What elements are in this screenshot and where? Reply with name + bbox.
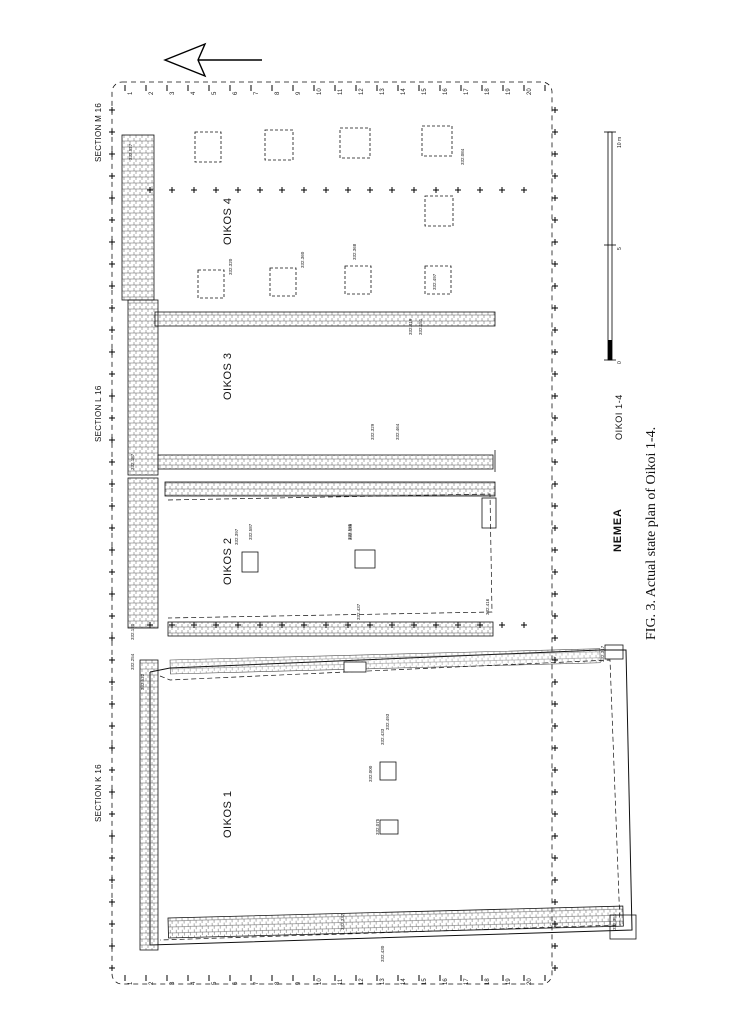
grid-number-top: 6 [233, 91, 239, 95]
site-title: NEMEA [612, 508, 624, 552]
grid-number-bottom: 17 [464, 978, 470, 985]
section-l16-label: SECTION L 16 [94, 385, 103, 442]
oikos-4-label: OIKOS 4 [222, 197, 234, 245]
grid-number-bottom: 9 [296, 981, 302, 985]
oikos-2-walls [127, 477, 497, 637]
grid-number-top: 4 [191, 91, 197, 95]
grid-number-bottom: 15 [422, 978, 428, 985]
oikos-2-label: OIKOS 2 [222, 537, 234, 585]
grid-frame [111, 81, 553, 985]
site-subtitle: OIKOI 1-4 [614, 394, 624, 440]
grid-number-top: 20 [527, 88, 533, 95]
grid-number-bottom: 8 [275, 981, 281, 985]
grid-number-top: 5 [212, 91, 218, 95]
find-number-label: 332.254 [130, 653, 135, 670]
grid-number-bottom: 19 [506, 978, 512, 985]
grid-number-top: 18 [485, 88, 491, 95]
grid-number-bottom: 20 [527, 978, 533, 985]
find-number-label: 332.084 [460, 148, 465, 165]
grid-number-bottom: 16 [443, 978, 449, 985]
scale-bar [604, 131, 616, 361]
grid-number-top: 12 [359, 88, 365, 95]
grid-number-bottom: 1 [128, 981, 134, 985]
grid-number-bottom: 11 [338, 978, 344, 985]
find-number-label: 332.317 [600, 645, 605, 662]
find-number-label: 332.433 [380, 728, 385, 745]
grid-number-bottom: 7 [254, 981, 260, 985]
find-number-label: 332.527 [128, 143, 133, 160]
scale-end-label: 10 m [617, 136, 623, 148]
section-k16-label: SECTION K 16 [94, 764, 103, 822]
grid-number-bottom: 12 [359, 978, 365, 985]
grid-number-top: 13 [380, 88, 386, 95]
find-number-label: 332.397 [234, 528, 239, 545]
grid-number-top: 7 [254, 91, 260, 95]
grid-number-top: 15 [422, 88, 428, 95]
find-blocks [241, 549, 399, 835]
oikos-4-walls [121, 125, 454, 301]
find-number-label: 332.464 [395, 423, 400, 440]
grid-number-top: 16 [443, 88, 449, 95]
grid-number-top: 14 [401, 88, 407, 95]
find-number-label: 332.151 [418, 318, 423, 335]
grid-number-bottom: 6 [233, 981, 239, 985]
grid-number-bottom: 5 [212, 981, 218, 985]
grid-number-top: 3 [170, 91, 176, 95]
find-number-label: 332.587 [248, 523, 253, 540]
grid-number-top: 19 [506, 88, 512, 95]
find-number-label: 332.187 [130, 453, 135, 470]
grid-number-bottom: 14 [401, 978, 407, 985]
find-number-label: 332.419 [408, 318, 413, 335]
find-number-label: 332.497 [432, 273, 437, 290]
find-number-label: 332.595 [347, 523, 352, 540]
scale-start-label: 0 [617, 361, 623, 364]
find-number-label: 332.351 [612, 913, 617, 930]
grid-number-top: 1 [128, 91, 134, 95]
grid-number-top: 11 [338, 88, 344, 95]
oikos-3-walls [127, 299, 496, 476]
grid-number-bottom: 3 [170, 981, 176, 985]
grid-number-bottom: 18 [485, 978, 491, 985]
oikos-1-walls [139, 644, 637, 951]
find-number-label: 332.430 [380, 945, 385, 962]
scale-mid-label: 5 [617, 247, 623, 250]
grid-number-top: 2 [149, 91, 155, 95]
find-number-label: 332.493 [385, 713, 390, 730]
grid-number-bottom: 4 [191, 981, 197, 985]
find-number-label: 332.000 [368, 765, 373, 782]
find-number-label: 332.437 [356, 603, 361, 620]
north-arrow-icon [163, 42, 262, 78]
grid-number-bottom: 2 [149, 981, 155, 985]
grid-number-top: 8 [275, 91, 281, 95]
find-number-label: 332.368 [352, 243, 357, 260]
oikos-3-label: OIKOS 3 [222, 352, 234, 400]
find-number-label: 332.320 [228, 258, 233, 275]
grid-number-top: 10 [317, 88, 323, 95]
find-number-label: 332.075 [375, 818, 380, 835]
find-number-label: 332.329 [370, 423, 375, 440]
find-number-label: 332.120 [130, 623, 135, 640]
find-number-label: 332.416 [485, 598, 490, 615]
grid-number-bottom: 10 [317, 978, 323, 985]
figure-caption: FIG. 3. Actual state plan of Oikoi 1-4. [644, 426, 659, 640]
oikos-1-label: OIKOS 1 [222, 790, 234, 838]
grid-number-top: 9 [296, 91, 302, 95]
grid-number-bottom: 13 [380, 978, 386, 985]
find-number-label: 332.360 [300, 251, 305, 268]
find-number-label: 332.522 [140, 673, 145, 690]
grid-crosses [109, 107, 558, 971]
find-number-label: 332.337 [340, 913, 345, 930]
grid-number-top: 17 [464, 88, 470, 95]
grid-ticks [124, 85, 546, 981]
section-m16-label: SECTION M 16 [94, 102, 103, 162]
